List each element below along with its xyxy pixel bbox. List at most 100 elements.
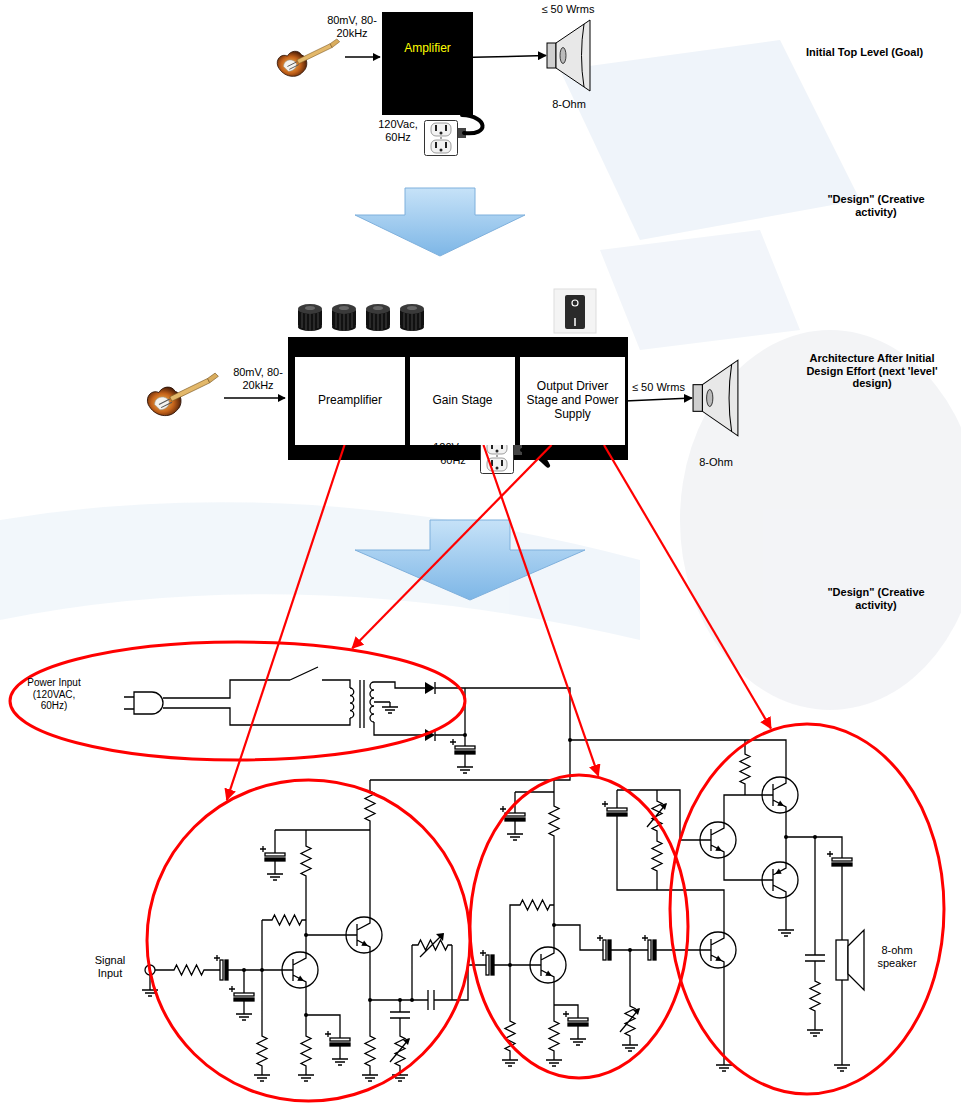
node-label: Amplifier — [404, 42, 451, 56]
power-switch — [554, 289, 596, 333]
stage-outline — [468, 773, 690, 1080]
edge-label: ≤ 50 Wrms — [632, 381, 685, 394]
junction-dot — [368, 998, 372, 1002]
output-arrow — [473, 56, 546, 58]
edge-label: ≤ 50 Wrms — [542, 3, 595, 16]
stage-outline — [145, 778, 472, 1103]
wall-outlet — [425, 121, 458, 156]
stage-box: Gain Stage — [410, 357, 515, 445]
potentiometer-symbol — [412, 933, 452, 957]
ground-symbol — [457, 762, 473, 773]
ground-symbol — [332, 1054, 348, 1065]
ground-symbol — [507, 829, 523, 840]
capacitor-symbol — [640, 935, 664, 960]
transistor-symbol — [750, 850, 798, 910]
background-watermark — [0, 502, 640, 640]
resistor-symbol — [740, 748, 750, 788]
junction-dot — [304, 1013, 308, 1017]
resistor-symbol — [301, 1030, 311, 1070]
capacitor-symbol — [478, 950, 502, 975]
annotation-label: Architecture After Initial Design Effort… — [790, 352, 954, 390]
guitar-icon — [147, 373, 218, 416]
background-watermark — [600, 230, 800, 350]
transistor-symbol — [688, 920, 736, 980]
power-switch — [565, 295, 585, 329]
power-supply-outline: Power Input (120VAC, 60Hz) — [8, 640, 467, 762]
junction-dot — [508, 963, 512, 967]
ground-symbol — [807, 1025, 823, 1036]
resistor-symbol — [266, 915, 306, 925]
refinement-arrow — [227, 445, 345, 800]
stage-label: Signal Input — [82, 954, 138, 979]
capacitor-symbol — [450, 738, 475, 762]
signal-arrow — [224, 397, 285, 398]
capacitor-symbol — [595, 935, 619, 960]
gain-stage-outline — [468, 773, 690, 1080]
stage-outline — [8, 640, 467, 762]
resistor-symbol — [301, 840, 311, 880]
power-cord — [462, 115, 483, 133]
stage-outline — [147, 780, 470, 1101]
annotation-label: 80mV, 80-20kHz — [229, 366, 287, 391]
junction-dot — [628, 948, 632, 952]
junction-dot — [813, 835, 817, 839]
diode-symbol — [418, 682, 443, 694]
background-watermark — [560, 40, 860, 240]
transistor-symbol — [518, 935, 566, 995]
power-switch — [574, 318, 576, 326]
junction-dot — [552, 923, 556, 927]
resistor-symbol — [652, 835, 662, 875]
capacitor-symbol — [260, 845, 285, 869]
signal-arrow — [345, 56, 380, 57]
schematic — [124, 667, 864, 1081]
resistor-symbol — [549, 800, 559, 840]
stage-outline — [10, 642, 465, 760]
speaker-symbol — [836, 930, 864, 990]
ground-symbol — [546, 1055, 562, 1066]
architecture-illustration — [332, 304, 356, 331]
junction-dot — [304, 933, 308, 937]
junction-dot — [398, 998, 402, 1002]
architecture-illustration — [400, 304, 424, 331]
background-watermark — [0, 40, 961, 710]
node-label: Output Driver Stage and Power Supply — [524, 380, 621, 421]
ground-symbol — [254, 1070, 270, 1081]
guitar-icon — [277, 39, 339, 76]
resistor-symbol — [514, 900, 554, 910]
schematic-wire — [617, 740, 842, 1060]
ground-symbol — [382, 702, 398, 713]
annotation-label: 80mV, 80-20kHz — [324, 14, 380, 39]
capacitor-symbol — [229, 985, 254, 1009]
resistor-symbol — [257, 1030, 267, 1070]
output-stage-outline: 8-ohm speaker — [668, 722, 946, 1096]
junction-dot — [784, 835, 788, 839]
transistor-symbol — [750, 765, 798, 825]
speaker-label: 8-Ohm — [672, 456, 760, 469]
capacitor-symbol — [563, 1010, 588, 1034]
stage-label: Power Input (120VAC, 60Hz) — [22, 677, 86, 712]
transistor-symbol — [270, 940, 318, 1000]
ground-symbol — [362, 1070, 378, 1081]
ground-symbol — [778, 925, 794, 936]
refinement-arrow — [604, 445, 771, 728]
refinement-arrow — [352, 445, 551, 648]
ground-symbol — [298, 1070, 314, 1081]
speaker-label: 8-Ohm — [526, 98, 612, 111]
schematic-wire — [502, 780, 688, 1015]
junction-dot — [242, 733, 817, 1017]
capacitor-symbol — [325, 1030, 350, 1054]
node-label: Preamplifier — [318, 394, 382, 408]
power-switch — [572, 300, 578, 306]
potentiometer-symbol — [620, 1000, 640, 1040]
amplifier-box: Amplifier — [382, 12, 473, 115]
annotation-label: Initial Top Level (Goal) — [806, 46, 956, 59]
stage-outline — [470, 775, 688, 1078]
junction-dot — [568, 738, 572, 742]
stage-box: Output Driver Stage and Power Supply — [520, 357, 625, 445]
background-watermark — [680, 330, 961, 710]
refinement-arrow — [484, 445, 599, 776]
stage-label: 8-ohm speaker — [870, 944, 924, 969]
annotation-label: 120Vac, 60Hz — [430, 441, 476, 466]
power-cord — [522, 450, 548, 466]
